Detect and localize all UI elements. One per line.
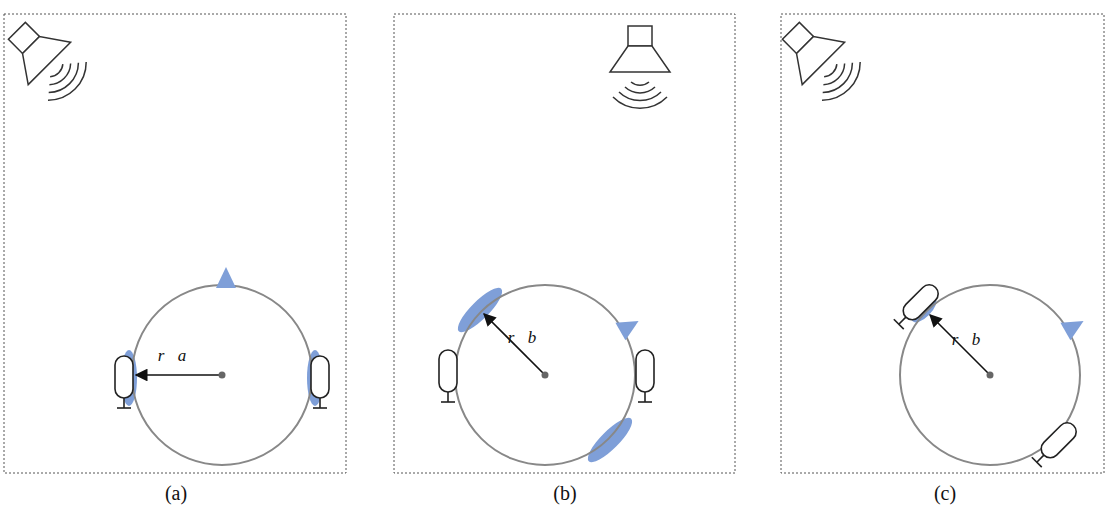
panel-c <box>770 10 1104 473</box>
panel-b <box>394 14 735 473</box>
panel-caption: (a) <box>165 482 187 504</box>
vector-label: r⃗b <box>508 329 536 348</box>
vector-label: r⃗b <box>952 331 980 350</box>
panel-caption: (c) <box>934 482 956 504</box>
panel-a <box>0 10 346 473</box>
vector-label: r⃗a <box>158 347 186 366</box>
panel-caption: (b) <box>553 482 576 504</box>
